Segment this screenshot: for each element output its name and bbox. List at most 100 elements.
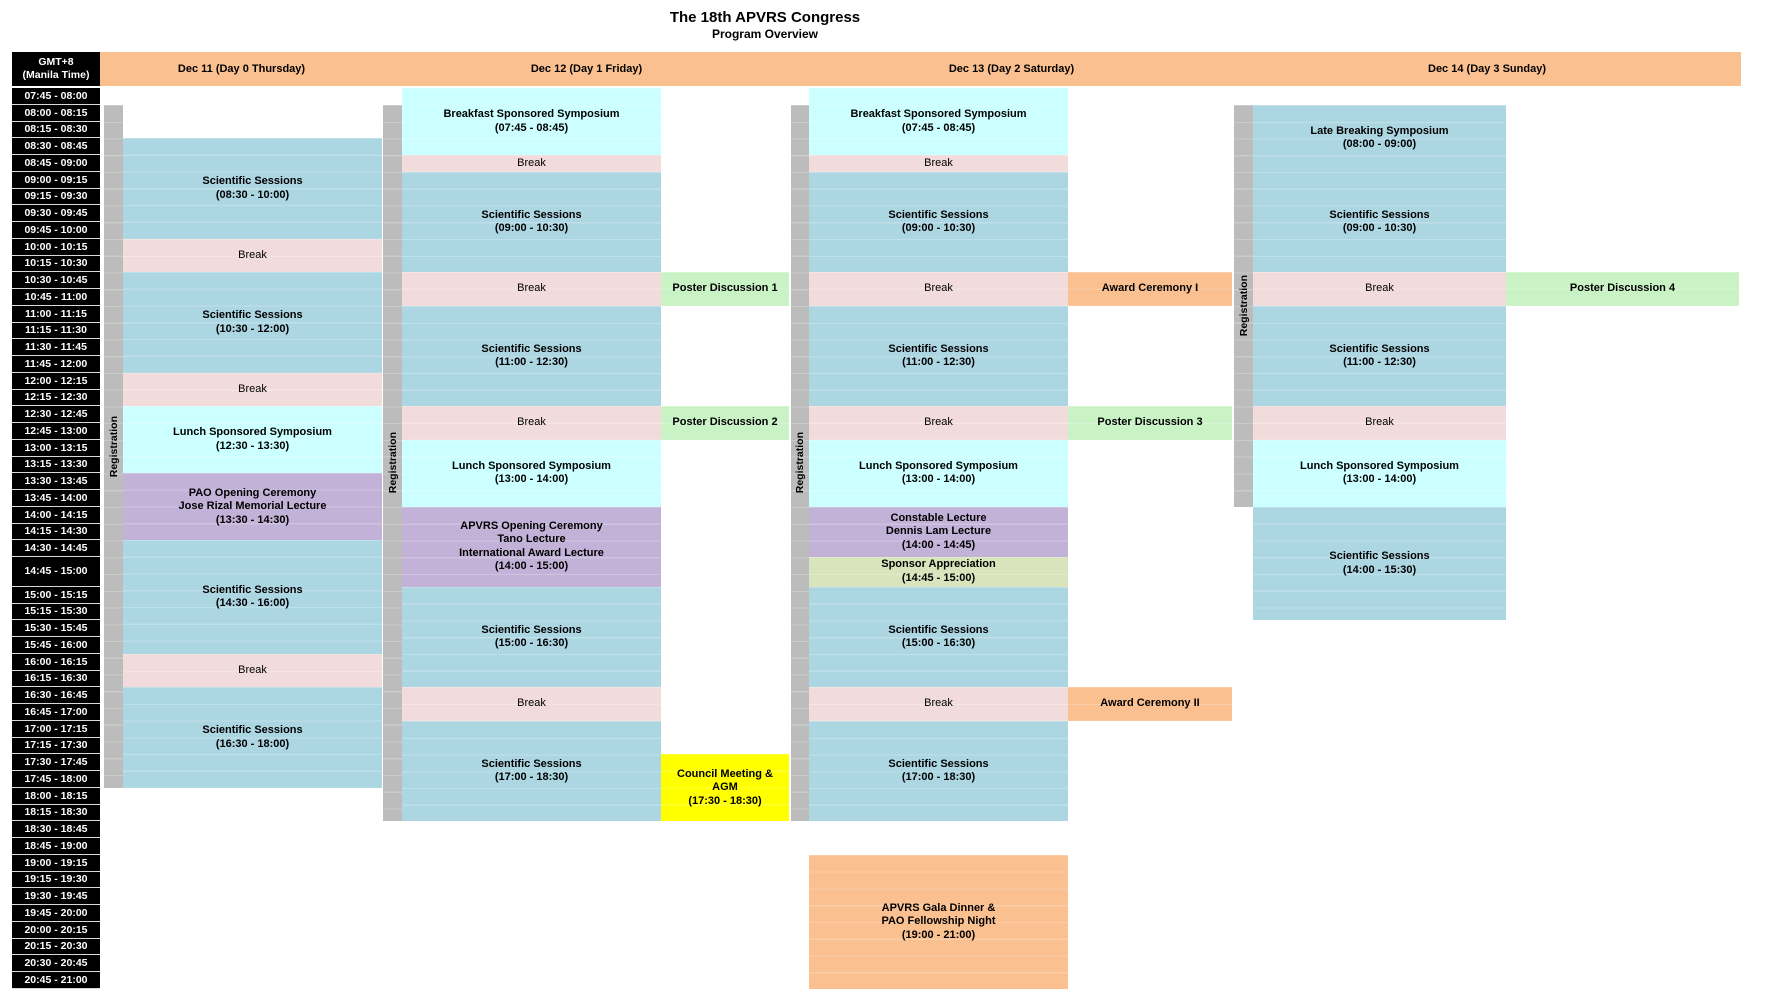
event-line: Constable Lecture	[891, 512, 987, 526]
event-line: (13:00 - 14:00)	[1343, 473, 1416, 487]
event-line: Scientific Sessions	[481, 624, 581, 638]
event-line: Lunch Sponsored Symposium	[173, 426, 332, 440]
event-line: (13:30 - 14:30)	[216, 514, 289, 528]
time-cell: 15:15 - 15:30	[12, 604, 100, 621]
event-break: Break	[402, 155, 661, 172]
time-cell: 12:30 - 12:45	[12, 406, 100, 423]
event-break: Break	[809, 406, 1068, 440]
event-line: Scientific Sessions	[481, 758, 581, 772]
event-line: Scientific Sessions	[481, 343, 581, 357]
event-scientific-sessions: Scientific Sessions(15:00 - 16:30)	[402, 587, 661, 688]
event-line: Poster Discussion 3	[1097, 416, 1202, 430]
event-line: (14:00 - 15:00)	[495, 560, 568, 574]
time-cell: 12:15 - 12:30	[12, 390, 100, 407]
registration-label: Registration	[794, 432, 806, 493]
event-award-ceremony-i: Award Ceremony I	[1068, 272, 1232, 306]
day-header-dec-11-day-0-thursday: Dec 11 (Day 0 Thursday)	[100, 52, 383, 86]
time-cell: 16:45 - 17:00	[12, 704, 100, 721]
time-cell: 10:30 - 10:45	[12, 272, 100, 289]
event-line: (08:30 - 10:00)	[216, 189, 289, 203]
event-break: Break	[809, 272, 1068, 306]
event-break: Break	[1253, 406, 1506, 440]
event-pao-opening-ceremony: PAO Opening CeremonyJose Rizal Memorial …	[123, 473, 382, 540]
time-cell: 16:00 - 16:15	[12, 654, 100, 671]
event-line: (17:00 - 18:30)	[495, 771, 568, 785]
event-line: Jose Rizal Memorial Lecture	[179, 500, 327, 514]
event-line: (11:00 - 12:30)	[495, 356, 568, 370]
time-cell: 09:00 - 09:15	[12, 172, 100, 189]
event-line: PAO Fellowship Night	[881, 915, 995, 929]
event-scientific-sessions: Scientific Sessions(11:00 - 12:30)	[809, 306, 1068, 407]
event-poster-discussion-1: Poster Discussion 1	[661, 272, 789, 306]
event-line: (09:00 - 10:30)	[1343, 222, 1416, 236]
event-line: Break	[924, 416, 953, 430]
registration-label: Registration	[108, 416, 120, 477]
event-line: Scientific Sessions	[202, 309, 302, 323]
event-line: (07:45 - 08:45)	[495, 122, 568, 136]
event-constable-lecture: Constable LectureDennis Lam Lecture(14:0…	[809, 507, 1068, 557]
event-break: Break	[809, 687, 1068, 721]
event-poster-discussion-3: Poster Discussion 3	[1068, 406, 1232, 440]
time-cell: 12:00 - 12:15	[12, 373, 100, 390]
time-cell: 13:45 - 14:00	[12, 490, 100, 507]
event-poster-discussion-2: Poster Discussion 2	[661, 406, 789, 440]
day-header-dec-12-day-1-friday: Dec 12 (Day 1 Friday)	[383, 52, 790, 86]
event-line: (15:00 - 16:30)	[902, 637, 975, 651]
event-line: Break	[517, 157, 546, 171]
time-cell: 14:15 - 14:30	[12, 524, 100, 541]
time-cell: 19:45 - 20:00	[12, 905, 100, 922]
event-line: (17:30 - 18:30)	[688, 795, 761, 809]
event-line: Break	[238, 664, 267, 678]
event-line: (14:00 - 14:45)	[902, 539, 975, 553]
event-line: Late Breaking Symposium	[1310, 125, 1448, 139]
event-line: (14:00 - 15:30)	[1343, 564, 1416, 578]
event-line: (14:30 - 16:00)	[216, 597, 289, 611]
event-scientific-sessions: Scientific Sessions(10:30 - 12:00)	[123, 272, 382, 373]
time-cell: 16:30 - 16:45	[12, 687, 100, 704]
time-cell: 10:15 - 10:30	[12, 256, 100, 273]
event-line: (15:00 - 16:30)	[495, 637, 568, 651]
event-scientific-sessions: Scientific Sessions(09:00 - 10:30)	[809, 172, 1068, 273]
page-title: The 18th APVRS Congress Program Overview	[0, 9, 1530, 42]
event-late-breaking-symposium: Late Breaking Symposium(08:00 - 09:00)	[1253, 105, 1506, 172]
event-line: (09:00 - 10:30)	[495, 222, 568, 236]
event-apvrs-gala-dinner: APVRS Gala Dinner &PAO Fellowship Night(…	[809, 855, 1068, 989]
event-scientific-sessions: Scientific Sessions(17:00 - 18:30)	[809, 721, 1068, 822]
time-cell: 18:45 - 19:00	[12, 838, 100, 855]
time-cell: 15:30 - 15:45	[12, 620, 100, 637]
event-line: (16:30 - 18:00)	[216, 738, 289, 752]
time-cell: 20:15 - 20:30	[12, 939, 100, 956]
event-line: (09:00 - 10:30)	[902, 222, 975, 236]
event-line: APVRS Gala Dinner &	[882, 902, 996, 916]
event-line: (11:00 - 12:30)	[902, 356, 975, 370]
event-line: Scientific Sessions	[202, 724, 302, 738]
event-lunch-sponsored-symposium: Lunch Sponsored Symposium(12:30 - 13:30)	[123, 406, 382, 473]
event-line: International Award Lecture	[459, 547, 604, 561]
event-lunch-sponsored-symposium: Lunch Sponsored Symposium(13:00 - 14:00)	[809, 440, 1068, 507]
event-line: (07:45 - 08:45)	[902, 122, 975, 136]
time-cell: 14:45 - 15:00	[12, 557, 100, 587]
event-poster-discussion-4: Poster Discussion 4	[1506, 272, 1739, 306]
event-scientific-sessions: Scientific Sessions(11:00 - 12:30)	[402, 306, 661, 407]
event-breakfast-sponsored-symposium: Breakfast Sponsored Symposium(07:45 - 08…	[809, 88, 1068, 155]
event-line: Break	[924, 157, 953, 171]
event-break: Break	[123, 373, 382, 407]
time-cell: 20:00 - 20:15	[12, 922, 100, 939]
event-line: Scientific Sessions	[888, 624, 988, 638]
time-cell: 19:30 - 19:45	[12, 888, 100, 905]
event-line: Award Ceremony II	[1100, 697, 1199, 711]
registration-label: Registration	[1238, 275, 1250, 336]
event-line: Poster Discussion 2	[672, 416, 777, 430]
time-cell: 15:45 - 16:00	[12, 637, 100, 654]
event-line: Break	[924, 282, 953, 296]
congress-title: The 18th APVRS Congress	[0, 9, 1530, 27]
time-cell: 08:30 - 08:45	[12, 138, 100, 155]
event-break: Break	[402, 687, 661, 721]
event-line: APVRS Opening Ceremony	[460, 520, 602, 534]
event-line: Sponsor Appreciation	[881, 558, 996, 572]
event-line: (13:00 - 14:00)	[495, 473, 568, 487]
time-cell: 11:45 - 12:00	[12, 356, 100, 373]
event-line: Council Meeting &	[677, 768, 773, 782]
event-line: Breakfast Sponsored Symposium	[850, 108, 1026, 122]
time-cell: 15:00 - 15:15	[12, 587, 100, 604]
